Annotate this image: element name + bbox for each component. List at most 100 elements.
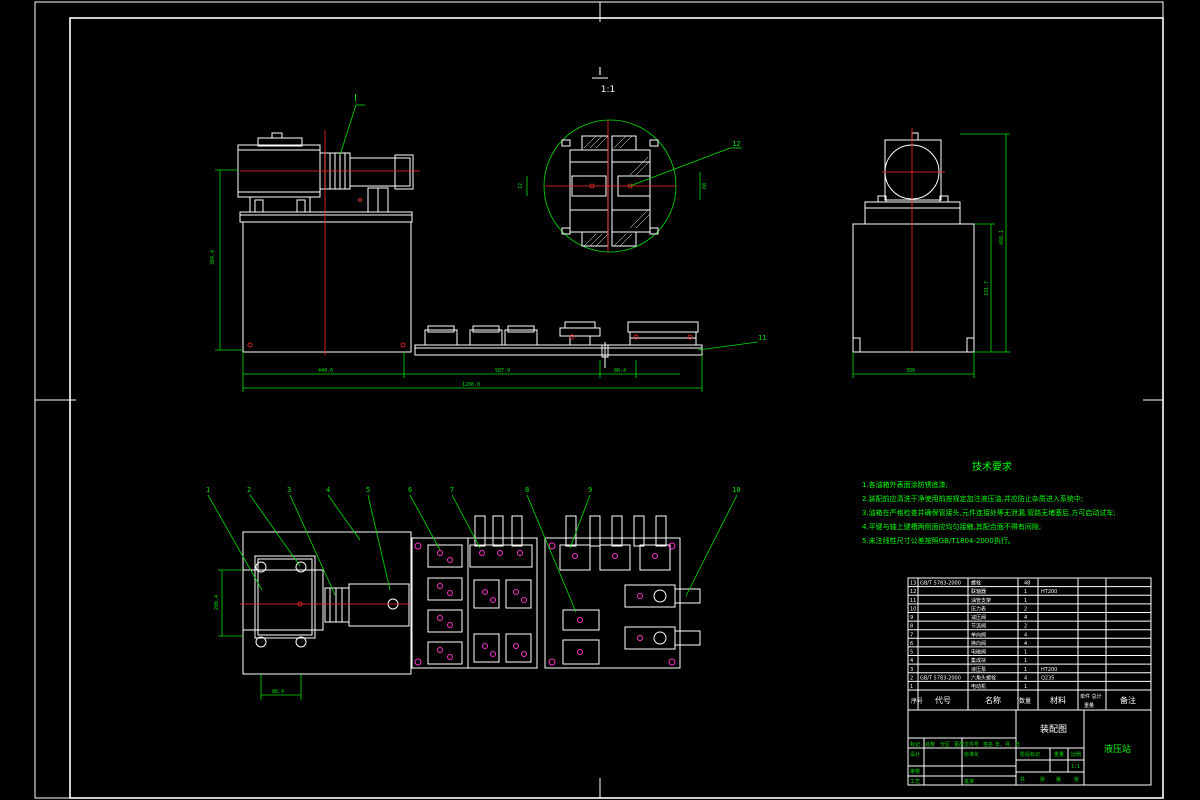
tb-change-doc: 更改文件号 — [954, 741, 979, 748]
callout-8: 8 — [525, 486, 529, 494]
bom-cell-name: 螺栓 — [971, 580, 981, 587]
bom-header-weight: 单件 总计 — [1080, 693, 1102, 700]
tb-total: 共 — [1020, 776, 1025, 783]
tb-sheet1: 张 — [1040, 776, 1045, 783]
sheet-frame — [34, 1, 1164, 799]
title-block: 装配图 液压站 标记 处数 分区 更改文件号 签名 年、月、日 设计 审核 工艺… — [907, 709, 1152, 786]
tech-title: 技术要求 — [972, 460, 1012, 473]
dim-detail-right: 60 — [702, 183, 708, 189]
bom-cell-name: 减压阀 — [971, 614, 986, 621]
tb-count: 处数 — [925, 741, 935, 748]
bom-cell-qty: 1 — [1024, 684, 1027, 690]
dim-front-seg1: 449.6 — [318, 368, 333, 374]
bom-cell-mat: HT200 — [1041, 667, 1057, 673]
view-callout-label: I — [354, 93, 357, 104]
bom-header-weight2: 重量 — [1084, 702, 1094, 709]
callout-4: 4 — [326, 486, 330, 494]
tb-no: 第 — [1056, 776, 1061, 783]
tech-line-2: 2.装配前应清洗干净使用前按规定加注液压油,并应防止杂质进入系统中; — [862, 494, 1083, 503]
bom-cell-no: 9 — [910, 615, 913, 621]
callout-6: 6 — [408, 486, 412, 494]
bom-cell-no: 5 — [910, 650, 913, 656]
callout-9: 9 — [588, 486, 592, 494]
callout-1: 1 — [206, 486, 210, 494]
callout-10: 10 — [732, 486, 740, 494]
bom-cell-qty: 1 — [1024, 667, 1027, 673]
bom-cell-qty: 1 — [1024, 650, 1027, 656]
dim-detail-left: 12 — [518, 183, 524, 189]
tb-approve: 批准 — [964, 778, 974, 785]
bom-cell-name: 集成块 — [971, 657, 986, 664]
plan-view: 200.4 88.4 1 2 3 4 5 6 7 8 9 1 — [206, 486, 740, 700]
bom-cell-no: 4 — [910, 658, 913, 664]
bom-cell-mat: Q235 — [1041, 675, 1054, 681]
bom-cell-no: 2 — [910, 675, 913, 681]
tb-ratio: 比例 — [1071, 751, 1081, 758]
tb-zone: 分区 — [940, 741, 950, 748]
dim-plan-height: 200.4 — [214, 595, 220, 610]
bom-cell-no: 7 — [910, 632, 913, 638]
bom-header-qty: 数量 — [1019, 697, 1031, 705]
tb-date: 年、月、日 — [995, 741, 1020, 748]
company-name: 液压站 — [1104, 743, 1131, 755]
dim-side-height2: 488.1 — [999, 230, 1005, 245]
drawing-name: 装配图 — [1040, 723, 1067, 735]
callout-12: 12 — [732, 140, 740, 148]
tb-sign: 签名 — [983, 741, 993, 748]
bom-header-name: 名称 — [985, 695, 1001, 705]
bom-cell-no: 3 — [910, 667, 913, 673]
dim-front-height: 304.4 — [210, 250, 216, 265]
bom-cell-name: 节流阀 — [971, 623, 986, 630]
callout-2: 2 — [247, 486, 251, 494]
dim-front-total: 1200.0 — [462, 382, 480, 388]
bom-cell-code: GB/T 5783-2000 — [920, 581, 961, 587]
bom-cell-name: 单向阀 — [971, 631, 986, 638]
tb-scale-value: 1:1 — [1071, 764, 1080, 770]
tech-line-4: 4.平键与轴上键槽两侧面应均匀接触,其配合面不得有间隙; — [862, 522, 1041, 531]
dim-side-width: 390 — [906, 368, 915, 374]
bom-cell-qty: 4 — [1024, 641, 1027, 647]
bom-cell-no: 1 — [910, 684, 913, 690]
tech-line-3: 3.油箱在严格检查并确保管接头,元件连接处等无泄漏,管路无堵塞后,方可启动试车; — [862, 508, 1116, 517]
bom-cell-no: 12 — [910, 589, 916, 595]
bom-cell-name: 六角头螺栓 — [971, 674, 996, 681]
bom-cell-qty: 1 — [1024, 598, 1027, 604]
front-view — [237, 130, 703, 368]
callout-11: 11 — [758, 334, 766, 342]
tech-line-1: 1.各油箱外表面涂防锈底漆; — [862, 480, 948, 489]
bom-cell-no: 8 — [910, 624, 913, 630]
tb-review: 审核 — [910, 768, 920, 775]
tb-sheet2: 张 — [1074, 776, 1079, 783]
bom-header-mat: 材料 — [1050, 695, 1066, 705]
tb-weight: 重量 — [1054, 751, 1064, 758]
bom-cell-qty: 1 — [1024, 589, 1027, 595]
bom-cell-no: 13 — [910, 581, 916, 587]
bom-cell-qty: 2 — [1024, 624, 1027, 630]
detail-scale: 1:1 — [601, 85, 615, 95]
bom-cell-mat: HT200 — [1041, 589, 1057, 595]
bom-cell-qty: 2 — [1024, 606, 1027, 612]
tb-standard: 标准化 — [964, 751, 979, 758]
bom-header-note: 备注 — [1120, 695, 1136, 705]
bom-cell-name: 电磁阀 — [971, 649, 986, 656]
bom-cell-name: 油管支架 — [971, 597, 991, 604]
bom-cell-no: 6 — [910, 641, 913, 647]
bom-cell-qty: 4 — [1024, 675, 1027, 681]
bom-cell-code: GB/T 5783-2000 — [920, 675, 961, 681]
bom-cell-qty: 48 — [1024, 581, 1030, 587]
callout-3: 3 — [287, 486, 291, 494]
dim-front-seg2: 587.9 — [495, 368, 510, 374]
bom-cell-no: 10 — [910, 606, 916, 612]
tb-mark: 标记 — [910, 741, 920, 748]
callout-7: 7 — [450, 486, 454, 494]
side-view: 390 331.7 488.1 — [852, 128, 1010, 378]
bom-cell-name: 电动机 — [971, 683, 986, 690]
bom-cell-qty: 4 — [1024, 615, 1027, 621]
dim-plan-width: 88.4 — [272, 689, 284, 695]
front-dimensions: 304.4 449.6 587.9 80.4 1200.0 I 11 — [210, 93, 766, 392]
dim-front-seg3: 80.4 — [614, 368, 626, 374]
tb-design: 设计 — [910, 751, 920, 758]
